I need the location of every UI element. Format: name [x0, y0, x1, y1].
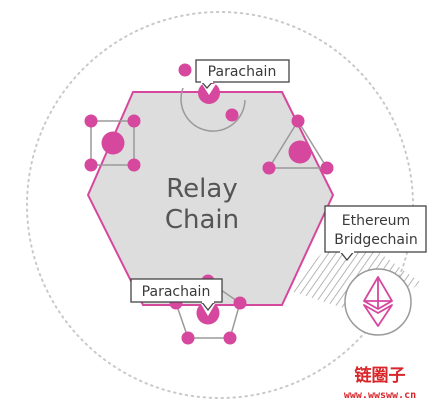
callout-box	[195, 59, 290, 83]
parachain-right-node	[262, 161, 276, 175]
parachain-left-node	[84, 114, 98, 128]
watermark-url: www.wwsww.cn	[344, 390, 416, 401]
parachain-left-hub	[101, 131, 125, 155]
parachain-left-node	[84, 158, 98, 172]
ethereum-diamond-icon	[363, 276, 393, 327]
parachain-bottom-label: Parachain	[142, 284, 211, 300]
parachain-left-node	[127, 114, 141, 128]
parachain-top-node	[225, 108, 239, 122]
parachain-bottom-node	[223, 331, 237, 345]
callout-box	[324, 205, 427, 253]
parachain-top-ring	[180, 87, 246, 132]
parachain-left	[84, 114, 141, 172]
parachain-left-outline	[90, 120, 135, 166]
parachain-right-outline	[267, 119, 329, 169]
parachain-top-label: Parachain	[208, 64, 277, 80]
relay-chain-label-line2: Chain	[165, 205, 239, 235]
parachain-right	[262, 114, 334, 175]
relay-chain-label-line1: Relay	[166, 174, 237, 204]
parachain-left-node	[127, 158, 141, 172]
watermark: 链圈子 www.wwsww.cn	[344, 365, 416, 401]
parachain-bottom-callout: Parachain	[130, 278, 223, 312]
parachain-right-node	[291, 114, 305, 128]
ethereum-bridge-node	[344, 268, 412, 336]
parachain-right-hub	[288, 140, 312, 164]
parachain-bottom-node	[181, 331, 195, 345]
parachain-top	[178, 63, 246, 132]
parachain-bottom-node	[233, 296, 247, 310]
parachain-right-node	[320, 161, 334, 175]
watermark-title: 链圈子	[355, 365, 406, 386]
bridge-label-line1: Ethereum	[342, 213, 410, 229]
parachain-top-node	[178, 63, 192, 77]
bridge-label-line2: Bridgechain	[334, 232, 418, 248]
relay-chain-hexagon	[86, 91, 335, 306]
parachain-top-callout: Parachain	[195, 59, 290, 89]
callout-box	[130, 278, 223, 303]
network-boundary-circle	[26, 11, 414, 399]
bridge-callout: Ethereum Bridgechain	[324, 205, 427, 262]
